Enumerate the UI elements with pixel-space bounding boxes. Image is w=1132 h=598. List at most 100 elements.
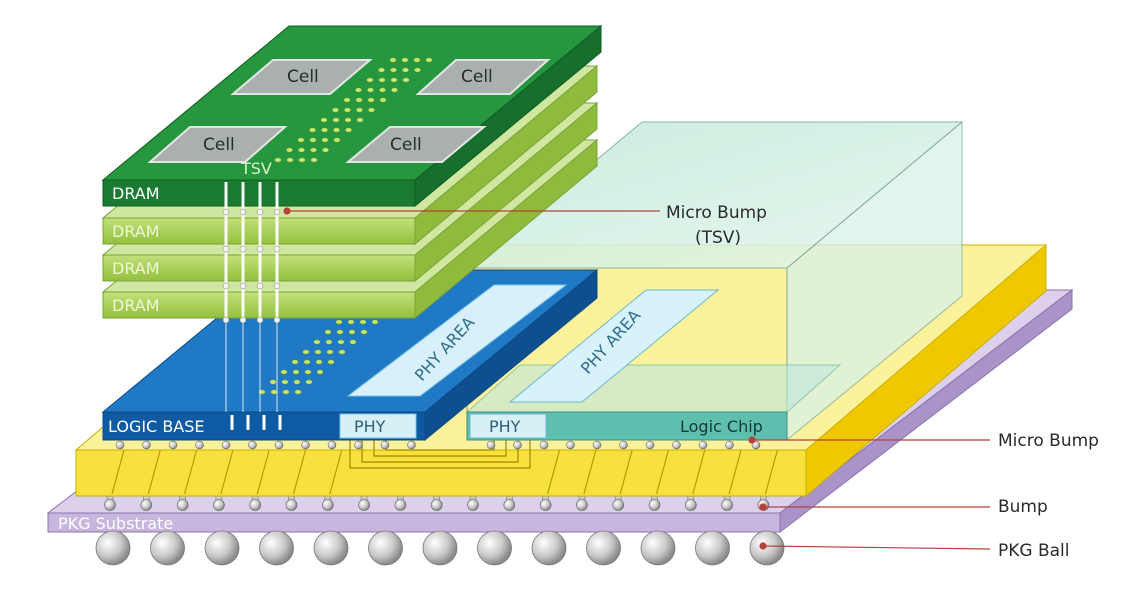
dram-tsv-dot	[401, 57, 409, 63]
dram-tsv-dot	[344, 107, 351, 113]
logic-chip-phy-label: PHY	[489, 417, 521, 436]
dram-tsv-dot	[274, 157, 282, 163]
tsv-micro-bump	[256, 245, 264, 253]
logic-tsv-dot	[325, 339, 333, 345]
callout-micro-bump-tsv-line2: (TSV)	[695, 228, 741, 248]
logic-tsv-dot	[327, 359, 335, 365]
cell-label-1: Cell	[203, 135, 235, 155]
bump	[213, 499, 225, 511]
dram-tsv-dot	[356, 117, 364, 123]
dram-tsv-dot	[402, 77, 410, 83]
dram-tsv-dot	[356, 107, 363, 113]
dram-tsv-dot	[402, 67, 409, 73]
pkg-ball	[422, 530, 458, 566]
cell-block-1	[147, 126, 288, 163]
logic-chip: PHY AREA PHY Logic Chip	[465, 120, 964, 442]
logic-base-tsv-marks	[230, 415, 282, 430]
callout-pkg-ball: PKG Ball	[998, 541, 1070, 561]
cell-label-3: Cell	[390, 135, 422, 155]
bump	[104, 499, 116, 511]
callout-leaders	[283, 207, 991, 550]
micro-bump-row	[115, 440, 761, 450]
bump	[140, 499, 153, 511]
dram-tsv-dot	[413, 57, 421, 63]
dram-tsv-dot	[379, 87, 386, 93]
bump	[430, 499, 443, 511]
micro-bump	[672, 440, 681, 450]
dram-tsv-dot	[286, 157, 294, 163]
dram-tsv-dot	[309, 137, 317, 143]
logic-base-label: LOGIC BASE	[108, 417, 205, 436]
interposer-via	[655, 449, 670, 495]
tsv-micro-bump	[239, 245, 247, 253]
dram-layer-top: DRAM Cell Cell Cell Cell TSV	[101, 24, 603, 208]
dram-tsv-dot	[309, 127, 316, 133]
logic-chip-phy-block	[469, 413, 547, 439]
tsv-micro-bump	[222, 245, 230, 253]
tsv-micro-bump	[222, 208, 230, 216]
logic-tsv-dot	[269, 379, 277, 385]
dram-tsv-dot	[322, 147, 329, 153]
dram-tsv-dot	[378, 67, 385, 73]
pkg-ball	[749, 530, 785, 566]
logic-tsv-dot	[338, 349, 346, 355]
logic-tsv-dot	[280, 369, 288, 375]
logic-tsv-dot	[371, 319, 379, 325]
dram-tsv-dot	[425, 57, 433, 63]
tsv-micro-bump	[256, 208, 264, 216]
cell-block-2	[230, 59, 373, 95]
tsv-micro-bump	[273, 316, 281, 324]
bump	[285, 499, 298, 511]
logic-tsv-dot	[304, 369, 312, 375]
micro-bump	[274, 440, 284, 450]
logic-tsv-dot	[313, 339, 321, 345]
micro-bump	[725, 440, 734, 450]
micro-bump	[380, 440, 390, 450]
dram-tsv-dot	[379, 97, 387, 103]
dram-top-label: DRAM	[112, 184, 160, 203]
dram-tsv-dot	[298, 147, 305, 153]
dram-cells: Cell Cell Cell Cell	[147, 59, 551, 163]
logic-tsv-dot	[294, 389, 302, 395]
dram-tsv-dot	[320, 117, 328, 123]
cell-block-4	[415, 59, 551, 95]
bump	[576, 499, 588, 511]
tsv-micro-bump	[239, 282, 247, 290]
logic-tsv-dot	[270, 389, 278, 395]
pkg-ball	[313, 530, 349, 566]
bump	[721, 499, 733, 511]
logic-tsv-dot	[335, 319, 343, 325]
bump	[684, 499, 697, 511]
dram-layer-3-label: DRAM	[112, 259, 160, 278]
dram-tsv-dot	[298, 157, 306, 163]
dram-tsv-dot	[378, 77, 386, 83]
logic-tsv-dot	[326, 349, 334, 355]
pkg-ball	[640, 530, 676, 566]
logic-tsv-dot	[359, 319, 367, 325]
micro-bump	[486, 440, 496, 450]
logic-tsv-dot	[349, 339, 357, 345]
dram-tsv-dot	[321, 127, 328, 133]
tsv-micro-bump	[256, 316, 264, 324]
dram-tsv-dot	[368, 107, 375, 113]
dram-tsv-dot	[345, 127, 352, 133]
dram-tsv-field	[274, 57, 433, 163]
logic-base-phy-label: PHY	[354, 417, 386, 436]
micro-bump	[513, 440, 522, 450]
tsv-micro-bump	[256, 282, 264, 290]
dram-tsv-dot	[310, 147, 317, 153]
logic-tsv-dot	[292, 369, 300, 375]
logic-tsv-dot	[360, 329, 368, 335]
interposer-via	[111, 449, 125, 495]
pkg-ball	[368, 530, 403, 566]
pkg-ball	[204, 530, 240, 566]
interposer-via	[292, 449, 307, 495]
cell-label-2: Cell	[287, 67, 319, 87]
interposer-via	[728, 449, 742, 495]
logic-tsv-dot	[324, 329, 332, 335]
tsv-label: TSV	[240, 159, 272, 178]
tsv-micro-bump	[239, 316, 247, 324]
logic-tsv-dot	[315, 359, 323, 365]
bump	[358, 499, 370, 511]
